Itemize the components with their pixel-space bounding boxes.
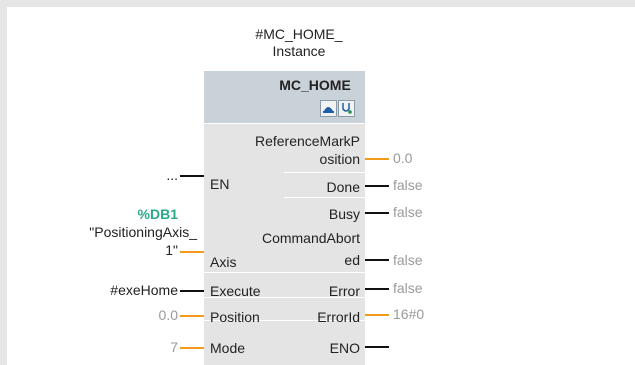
axis-tag-name-line1[interactable]: "PositioningAxis_: [89, 224, 197, 240]
reference-mark-position-wire: [365, 158, 389, 160]
row-divider: [204, 272, 365, 273]
busy-output-value[interactable]: false: [393, 204, 423, 220]
row-divider: [284, 197, 365, 198]
error-id-output-wire: [365, 314, 389, 316]
axis-input-wire: [180, 251, 204, 253]
mode-input-label: Mode: [210, 340, 246, 356]
mode-input-wire: [180, 347, 204, 349]
instance-name-line1[interactable]: #MC_HOME_: [255, 26, 343, 42]
row-divider: [284, 172, 365, 173]
done-output-wire: [365, 185, 389, 187]
error-id-output-label: ErrorId: [317, 309, 360, 325]
error-output-label: Error: [328, 283, 360, 299]
instance-name-line2[interactable]: Instance: [272, 43, 326, 59]
diagnostics-icon[interactable]: [338, 100, 355, 117]
axis-input-label: Axis: [210, 254, 237, 270]
reference-mark-position-label-line2: osition: [319, 151, 360, 167]
mode-input-value[interactable]: 7: [170, 339, 178, 355]
row-divider: [204, 320, 365, 321]
done-output-label: Done: [326, 179, 360, 195]
execute-input-value[interactable]: #exeHome: [110, 282, 178, 298]
en-input-wire: [180, 175, 204, 177]
position-input-wire: [180, 315, 204, 317]
error-output-wire: [365, 288, 389, 290]
command-aborted-label-line1: CommandAbort: [261, 230, 360, 246]
device-config-icon[interactable]: [320, 100, 337, 117]
eno-output-label: ENO: [329, 340, 360, 356]
axis-tag-address[interactable]: %DB1: [137, 206, 178, 222]
execute-input-wire: [180, 290, 204, 292]
position-input-value[interactable]: 0.0: [158, 307, 178, 323]
block-title: MC_HOME: [279, 77, 351, 93]
en-input-value[interactable]: ...: [166, 167, 178, 183]
row-divider: [204, 297, 365, 298]
busy-output-wire: [365, 212, 389, 214]
error-id-output-value[interactable]: 16#0: [393, 306, 425, 322]
axis-tag-name-line2[interactable]: 1": [165, 242, 178, 258]
reference-mark-position-value[interactable]: 0.0: [393, 150, 413, 166]
en-input-label: EN: [210, 176, 230, 192]
busy-output-label: Busy: [328, 206, 360, 222]
command-aborted-label-line2: ed: [344, 252, 360, 268]
command-aborted-wire: [365, 259, 389, 261]
position-input-label: Position: [210, 309, 260, 325]
error-output-value[interactable]: false: [393, 280, 423, 296]
command-aborted-value[interactable]: false: [393, 252, 423, 268]
eno-output-wire: [365, 346, 389, 348]
execute-input-label: Execute: [210, 283, 261, 299]
row-divider: [204, 123, 365, 124]
done-output-value[interactable]: false: [393, 177, 423, 193]
reference-mark-position-label-line1: ReferenceMarkP: [254, 133, 360, 149]
